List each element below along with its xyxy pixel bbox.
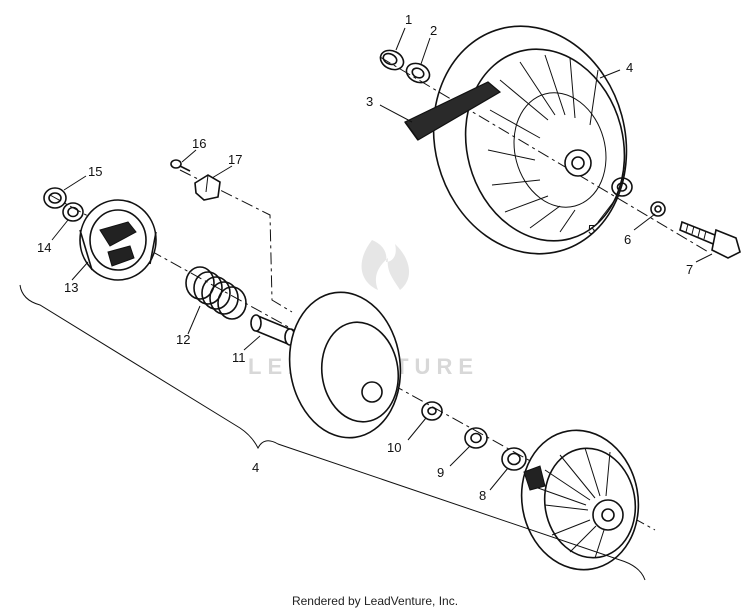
- callout-13: 13: [64, 280, 78, 295]
- part-3-belt: [404, 81, 502, 141]
- callout-4: 4: [626, 60, 633, 75]
- callout-assembly-4: 4: [252, 460, 259, 475]
- callout-3: 3: [366, 94, 373, 109]
- part-11-bushing: [250, 314, 296, 346]
- lower-sheave: [520, 429, 640, 571]
- leader-lines: [51, 27, 713, 491]
- part-14-washer: [62, 202, 84, 222]
- part-4-movable-sheave: [288, 291, 402, 439]
- part-8-washer: [501, 447, 527, 471]
- callout-11: 11: [232, 350, 246, 365]
- callout-7: 7: [686, 262, 693, 277]
- callout-12: 12: [176, 332, 190, 347]
- part-5-washer: [611, 177, 633, 197]
- part-13-cam: [79, 199, 157, 281]
- callout-9: 9: [437, 465, 444, 480]
- part-4-fixed-sheave: [432, 25, 628, 255]
- callout-5: 5: [588, 222, 595, 237]
- callout-1: 1: [405, 12, 412, 27]
- part-1-nut: [379, 49, 405, 71]
- callout-6: 6: [624, 232, 631, 247]
- callout-10: 10: [387, 440, 401, 455]
- callout-2: 2: [430, 23, 437, 38]
- part-6-lock-washer: [650, 201, 666, 217]
- callout-14: 14: [37, 240, 51, 255]
- footer-credit: Rendered by LeadVenture, Inc.: [291, 594, 459, 608]
- part-12-spring: [185, 266, 247, 320]
- part-17-slider: [194, 174, 221, 201]
- part-7-bolt: [679, 220, 741, 259]
- assembly-bracket: [19, 284, 646, 581]
- callouts: 1 2 3 4 5 6 7 8 9 10 11 12 13 14 15 16 1…: [37, 12, 693, 503]
- part-15-retaining-ring: [43, 187, 67, 209]
- callout-15: 15: [88, 164, 102, 179]
- part-10-washer: [421, 401, 443, 421]
- callout-8: 8: [479, 488, 486, 503]
- callout-17: 17: [228, 152, 242, 167]
- part-9-washer: [464, 427, 488, 449]
- part-2-washer: [405, 62, 431, 84]
- callout-16: 16: [192, 136, 206, 151]
- part-16-screw: [170, 159, 191, 172]
